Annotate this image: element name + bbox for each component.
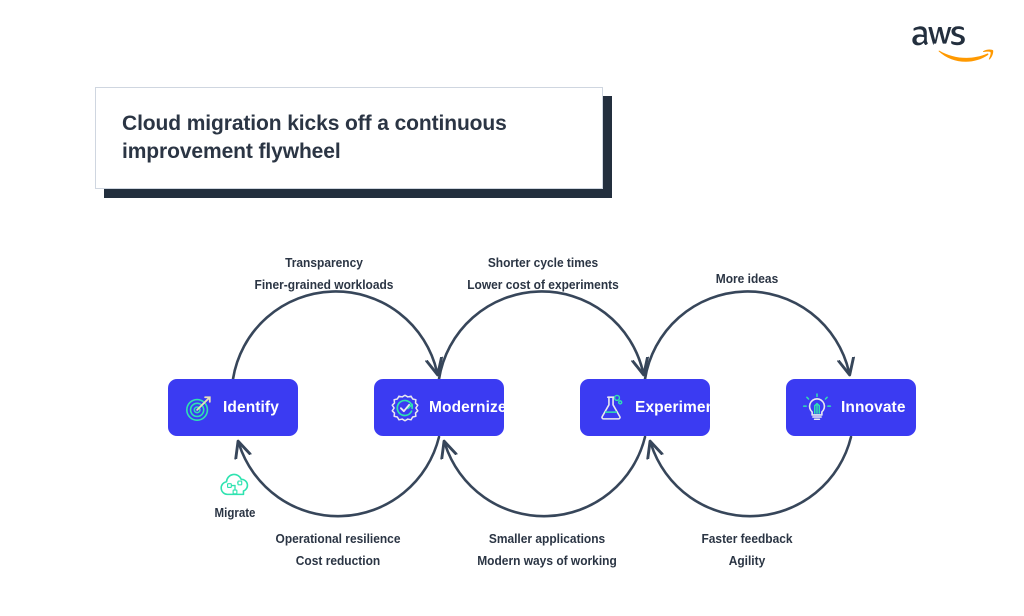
arc-experiment-to-innovate xyxy=(643,290,849,381)
arc-modernize-to-experiment xyxy=(437,290,643,381)
flow-label-experiment-innovate: More ideas xyxy=(678,268,816,290)
node-experiment[interactable]: Experiment xyxy=(580,379,720,436)
flow-label-line: Agility xyxy=(728,553,766,569)
flow-label-modernize-experiment: Shorter cycle times Lower cost of experi… xyxy=(456,252,631,297)
flow-label-experiment-modernize: Smaller applications Modern ways of work… xyxy=(460,528,635,573)
flask-icon xyxy=(601,394,623,420)
aws-logo xyxy=(912,22,996,66)
page-title: Cloud migration kicks off a continuous i… xyxy=(122,112,507,163)
migrate-label: Migrate xyxy=(214,506,256,520)
flow-label-line: More ideas xyxy=(715,271,779,286)
flow-label-line: Shorter cycle times xyxy=(487,255,599,270)
lightbulb-icon xyxy=(802,392,832,420)
node-label: Modernize xyxy=(429,398,507,416)
flow-label-innovate-experiment: Faster feedback Agility xyxy=(678,528,816,573)
target-arrow-icon xyxy=(186,395,211,421)
arc-innovate-to-experiment xyxy=(651,435,853,518)
cloud-migration-icon xyxy=(220,473,249,496)
flow-label-line: Operational resilience xyxy=(275,531,401,546)
flow-label-line: Faster feedback xyxy=(701,531,793,546)
gear-check-icon xyxy=(391,394,419,421)
arc-identify-to-modernize xyxy=(231,290,437,381)
node-label: Identify xyxy=(223,398,279,416)
arc-experiment-to-modernize xyxy=(445,435,647,518)
flow-label-identify-modernize: Transparency Finer-grained workloads xyxy=(241,252,407,297)
flow-label-line: Finer-grained workloads xyxy=(254,277,394,293)
node-label: Experiment xyxy=(635,398,721,416)
flow-label-line: Smaller applications xyxy=(488,531,606,546)
node-modernize[interactable]: Modernize xyxy=(374,379,507,436)
node-identify[interactable]: Identify xyxy=(168,379,298,436)
arc-modernize-to-identify xyxy=(239,435,441,518)
flow-label-line: Cost reduction xyxy=(295,553,381,569)
title-card: Cloud migration kicks off a continuous i… xyxy=(95,87,603,189)
flow-label-line: Modern ways of working xyxy=(477,553,617,569)
node-label: Innovate xyxy=(841,398,906,416)
flow-label-line: Transparency xyxy=(285,255,363,270)
migrate-badge: Migrate xyxy=(199,471,271,520)
flow-label-modernize-identify: Operational resilience Cost reduction xyxy=(255,528,421,573)
flow-label-line: Lower cost of experiments xyxy=(467,277,619,293)
node-innovate[interactable]: Innovate xyxy=(786,379,916,436)
